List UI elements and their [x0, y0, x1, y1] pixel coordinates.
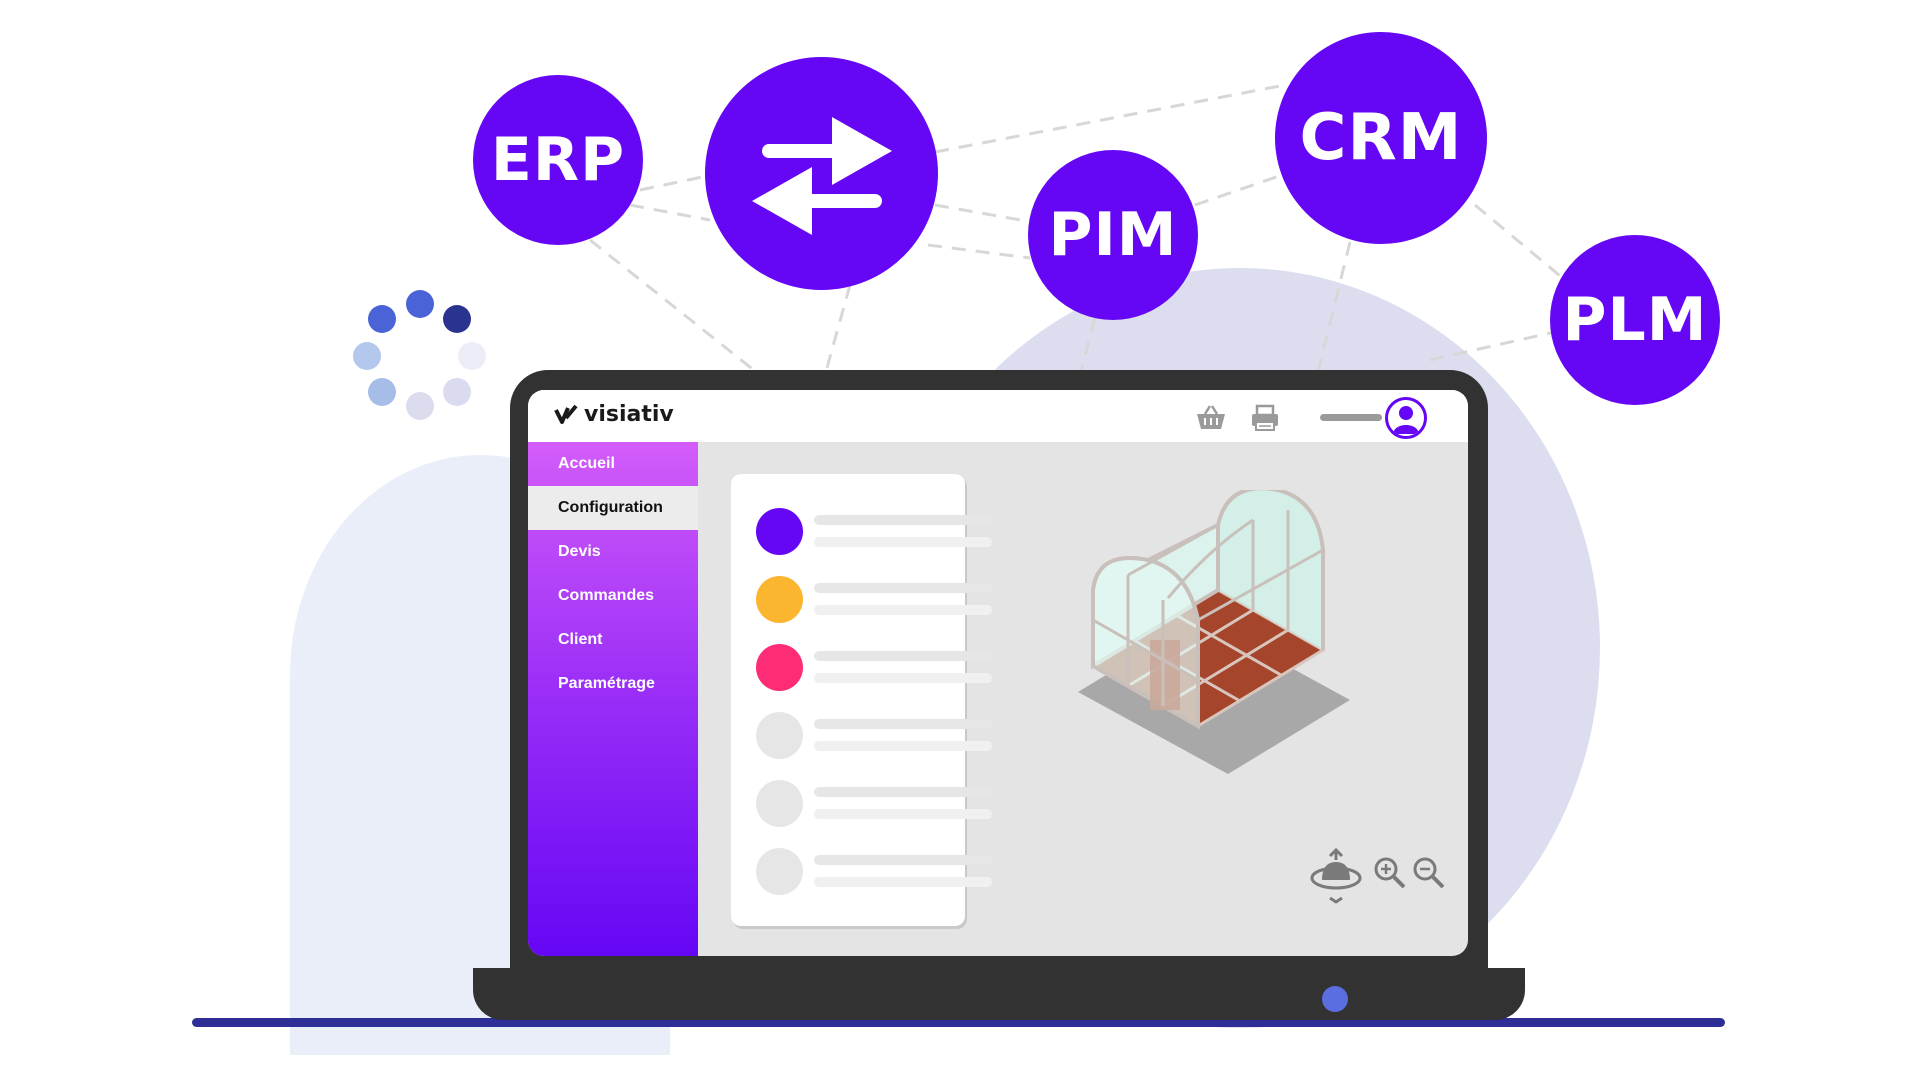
plm-bubble: PLM	[1550, 235, 1720, 405]
sync-bubble	[705, 57, 938, 290]
option-row[interactable]	[756, 846, 992, 896]
option-color-swatch	[756, 644, 803, 691]
app-logo-text: visiativ	[584, 402, 674, 427]
option-subtext-placeholder	[814, 605, 992, 615]
option-subtext-placeholder	[814, 673, 992, 683]
user-name-placeholder	[1320, 414, 1382, 421]
spinner-dot	[443, 305, 471, 333]
printer-icon[interactable]	[1250, 404, 1280, 432]
rotate-view-icon[interactable]	[1308, 848, 1364, 904]
basket-icon[interactable]	[1195, 404, 1227, 432]
spinner-dot	[368, 305, 396, 333]
option-row[interactable]	[756, 778, 992, 828]
sidebar-item-label: Devis	[558, 543, 601, 560]
sidebar-item-label: Commandes	[558, 587, 655, 604]
laptop-screen: visiativ Accueil	[528, 390, 1468, 956]
sidebar-item-client[interactable]: Client	[528, 618, 698, 662]
option-text-placeholder	[814, 719, 992, 729]
greenhouse-glass-back	[1216, 490, 1325, 650]
sidebar-item-accueil[interactable]: Accueil	[528, 442, 698, 486]
sidebar-item-label: Configuration	[558, 499, 663, 516]
zoom-in-icon[interactable]	[1373, 856, 1407, 890]
crm-bubble: CRM	[1275, 32, 1487, 244]
option-row[interactable]	[756, 574, 992, 624]
sidebar-item-commandes[interactable]: Commandes	[528, 574, 698, 618]
option-subtext-placeholder	[814, 877, 992, 887]
user-avatar-icon[interactable]	[1385, 397, 1427, 439]
spinner-dot	[406, 392, 434, 420]
erp-bubble: ERP	[473, 75, 643, 245]
greenhouse-frame	[1092, 510, 1324, 706]
spinner-dot	[406, 290, 434, 318]
option-row[interactable]	[756, 506, 992, 556]
option-subtext-placeholder	[814, 537, 992, 547]
user-silhouette-icon	[1393, 406, 1419, 434]
pim-bubble: PIM	[1028, 150, 1198, 320]
app-header: visiativ	[528, 390, 1468, 442]
option-text-placeholder	[814, 651, 992, 661]
option-color-swatch	[756, 848, 803, 895]
sidebar-item-devis[interactable]: Devis	[528, 530, 698, 574]
sidebar-nav: Accueil Configuration Devis Commandes Cl…	[528, 442, 698, 956]
sidebar-item-configuration[interactable]: Configuration	[528, 486, 698, 530]
swap-arrows-icon	[751, 116, 892, 235]
laptop-base	[473, 968, 1525, 1020]
option-color-swatch	[756, 780, 803, 827]
sidebar-item-label: Client	[558, 631, 603, 648]
option-subtext-placeholder	[814, 809, 992, 819]
option-text-placeholder	[814, 787, 992, 797]
option-subtext-placeholder	[814, 741, 992, 751]
option-text-placeholder	[814, 515, 992, 525]
spinner-dot	[458, 342, 486, 370]
configuration-options-panel	[731, 474, 992, 926]
option-color-swatch	[756, 712, 803, 759]
spinner-dot	[443, 378, 471, 406]
loading-spinner	[340, 280, 490, 430]
option-color-swatch	[756, 508, 803, 555]
sidebar-item-label: Accueil	[558, 455, 615, 472]
app-logo[interactable]: visiativ	[554, 402, 674, 427]
sidebar-item-label: Paramétrage	[558, 675, 655, 692]
sidebar-item-parametrage[interactable]: Paramétrage	[528, 662, 698, 706]
spinner-dot	[353, 342, 381, 370]
spinner-dot	[368, 378, 396, 406]
greenhouse-3d-model[interactable]	[1078, 490, 1378, 810]
option-row[interactable]	[756, 642, 992, 692]
option-text-placeholder	[814, 855, 992, 865]
visiativ-check-icon	[554, 404, 578, 424]
option-color-swatch	[756, 576, 803, 623]
ground-line	[192, 1018, 1725, 1027]
laptop-indicator-light	[1322, 986, 1348, 1012]
zoom-out-icon[interactable]	[1412, 856, 1446, 890]
option-text-placeholder	[814, 583, 992, 593]
greenhouse-door	[1150, 640, 1180, 710]
option-row[interactable]	[756, 710, 992, 760]
